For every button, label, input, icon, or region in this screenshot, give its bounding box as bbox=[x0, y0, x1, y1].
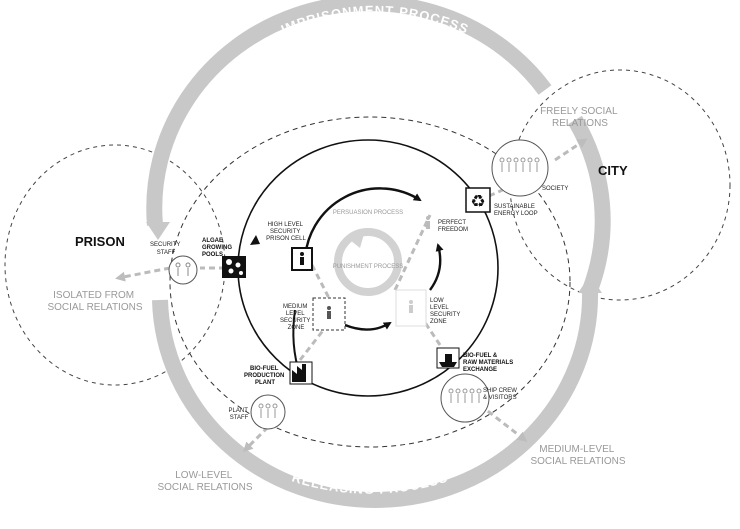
medium-security-label: MEDIUM LEVEL SECURITY ZONE bbox=[280, 304, 312, 331]
perfect-freedom-node bbox=[426, 216, 430, 229]
recycle-icon: ♻ bbox=[470, 192, 485, 212]
people-group-icon bbox=[499, 157, 540, 172]
punishment-process-label: PUNISHMENT PROCESS bbox=[333, 264, 404, 270]
middle-dashed-ring bbox=[169, 116, 571, 448]
isolated-flow-arrow bbox=[115, 266, 171, 282]
plant-staff-node bbox=[250, 394, 286, 430]
persuasion-process-label: PERSUASION PROCESS bbox=[333, 210, 403, 216]
plant-to-medium-flow bbox=[298, 327, 327, 361]
low-level-flow-arrow bbox=[242, 418, 277, 453]
low-security-label: LOW LEVEL SECURITY ZONE bbox=[430, 298, 462, 325]
punishment-ring bbox=[334, 228, 402, 296]
ship-crew-label: SHIP CREW & VISITORS bbox=[483, 388, 519, 401]
spiral-arrow-upper bbox=[303, 187, 422, 261]
city-title: CITY bbox=[598, 163, 628, 178]
ship-crew-node bbox=[440, 373, 490, 423]
biofuel-plant-label: BIO-FUEL PRODUCTION PLANT bbox=[244, 366, 286, 386]
low-to-freedom-flow bbox=[393, 214, 432, 291]
medium-level-relations-label: MEDIUM-LEVEL SOCIAL RELATIONS bbox=[530, 444, 625, 467]
society-label: SOCIETY bbox=[542, 186, 568, 192]
security-staff-node bbox=[168, 255, 198, 285]
people-group-icon bbox=[448, 388, 482, 403]
energy-loop-node: ♻ bbox=[465, 187, 491, 213]
high-security-cell-box bbox=[291, 247, 313, 271]
person-icon bbox=[327, 306, 331, 319]
algae-icon bbox=[222, 256, 246, 278]
high-security-label: HIGH LEVEL SECURITY PRISON CELL bbox=[266, 222, 306, 242]
spiral-arrow-right bbox=[429, 243, 444, 291]
imprisonment-arrowhead bbox=[146, 222, 170, 240]
freely-flow-arrow bbox=[554, 138, 588, 162]
low-security-zone-box bbox=[395, 289, 427, 327]
person-icon bbox=[426, 216, 430, 229]
prison-title: PRISON bbox=[75, 234, 125, 249]
cell-to-medium-flow bbox=[310, 264, 332, 301]
society-node bbox=[491, 139, 549, 197]
ship-icon bbox=[436, 347, 460, 369]
plant-staff-label: PLANT STAFF bbox=[229, 408, 250, 421]
punishment-ring-arrowhead bbox=[350, 234, 364, 248]
low-level-relations-label: LOW-LEVEL SOCIAL RELATIONS bbox=[157, 470, 252, 493]
spiral-arrow-lower bbox=[344, 321, 392, 331]
imprisonment-arc bbox=[146, 0, 552, 226]
person-icon bbox=[409, 300, 413, 313]
algae-pools-label: ALGAE GROWING POOLS bbox=[202, 238, 234, 258]
releasing-arc-upper bbox=[568, 115, 611, 293]
people-group-icon bbox=[258, 403, 278, 418]
freely-relations-label: FREELY SOCIAL RELATIONS bbox=[540, 106, 620, 129]
security-staff-label: SECURITY STAFF bbox=[150, 242, 182, 256]
medium-security-zone-box bbox=[312, 297, 346, 331]
person-icon bbox=[300, 252, 304, 265]
energy-loop-label: SUSTAINABLE ENERGY LOOP bbox=[494, 204, 538, 217]
inner-ring-arrowhead bbox=[250, 235, 260, 245]
perfect-freedom-label: PERFECT FREEDOM bbox=[438, 220, 468, 233]
releasing-arc bbox=[152, 289, 599, 508]
factory-icon bbox=[289, 361, 313, 385]
medium-level-flow-arrow bbox=[479, 403, 528, 442]
city-context-circle bbox=[509, 69, 731, 301]
people-group-icon bbox=[175, 262, 191, 276]
biofuel-exchange-label: BIO-FUEL & RAW MATERIALS EXCHANGE bbox=[463, 353, 515, 373]
isolated-relations-label: ISOLATED FROM SOCIAL RELATIONS bbox=[47, 290, 142, 313]
